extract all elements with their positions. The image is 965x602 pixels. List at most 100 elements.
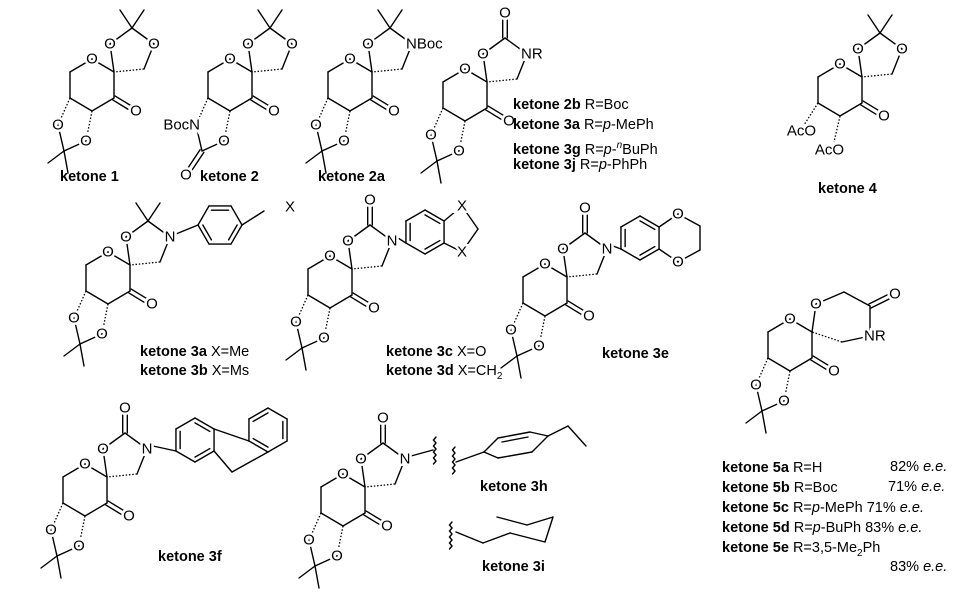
bond bbox=[73, 317, 81, 345]
bond bbox=[342, 512, 366, 527]
atom-label: O bbox=[344, 51, 356, 68]
label-ketone-5c: ketone 5c R=p-MePh 71% e.e. bbox=[722, 500, 924, 516]
bond bbox=[389, 9, 403, 29]
bond bbox=[147, 202, 161, 222]
label-ketone-2b: ketone 2b R=Boc bbox=[513, 97, 629, 113]
bond bbox=[861, 73, 893, 78]
bond bbox=[114, 95, 134, 108]
bond bbox=[175, 450, 196, 463]
bond bbox=[349, 97, 373, 112]
atom-label: O bbox=[381, 518, 393, 535]
bond bbox=[620, 248, 641, 261]
atom-label: O bbox=[146, 296, 158, 313]
label-ketone-3e: ketone 3e bbox=[602, 346, 669, 362]
bond bbox=[269, 27, 293, 45]
bond bbox=[85, 290, 109, 305]
atom-label: AcO bbox=[787, 123, 816, 140]
atom-label: N bbox=[387, 233, 398, 250]
bond bbox=[197, 224, 210, 245]
bond bbox=[360, 442, 384, 460]
atom-label: O bbox=[148, 36, 160, 53]
bond bbox=[364, 483, 396, 488]
atom-label: O bbox=[268, 103, 280, 120]
bond bbox=[424, 239, 441, 250]
label-ketone-3f: ketone 3f bbox=[158, 549, 222, 565]
atom-label: BocN bbox=[163, 117, 200, 134]
label-ketone-3d: ketone 3d X=CH2 bbox=[386, 363, 503, 382]
bond bbox=[159, 236, 171, 263]
bond bbox=[40, 555, 58, 569]
bond bbox=[461, 228, 479, 253]
bond bbox=[424, 209, 445, 222]
bond bbox=[870, 297, 892, 309]
bond bbox=[862, 100, 882, 113]
ee-ketone-5a: 82% e.e. bbox=[890, 459, 948, 475]
bond bbox=[307, 294, 331, 309]
bond bbox=[175, 417, 196, 430]
bond bbox=[321, 150, 327, 174]
bond bbox=[301, 337, 325, 349]
bond bbox=[464, 107, 488, 122]
bond bbox=[483, 451, 499, 459]
atom-label: N bbox=[142, 441, 153, 458]
bond bbox=[57, 124, 65, 152]
bond bbox=[62, 502, 86, 517]
bond bbox=[207, 97, 231, 112]
bond bbox=[612, 245, 622, 250]
bond bbox=[833, 115, 841, 143]
bond bbox=[767, 318, 791, 333]
bond bbox=[109, 43, 115, 73]
bond bbox=[562, 232, 586, 250]
bond bbox=[91, 97, 115, 112]
bond bbox=[658, 213, 679, 228]
bond bbox=[639, 215, 660, 228]
bond bbox=[811, 303, 817, 333]
atom-label: O bbox=[80, 133, 92, 150]
bond bbox=[84, 502, 108, 517]
bond bbox=[639, 245, 656, 256]
bond bbox=[841, 335, 871, 343]
atom-label: O bbox=[539, 256, 551, 273]
atom-label: NR bbox=[864, 328, 886, 345]
bond bbox=[213, 450, 233, 473]
bond bbox=[369, 224, 393, 242]
bond bbox=[839, 63, 863, 78]
atom-label: NBoc bbox=[406, 36, 443, 53]
atom-label: O bbox=[499, 5, 511, 22]
bond bbox=[501, 436, 529, 443]
bond bbox=[301, 347, 307, 371]
bond bbox=[504, 37, 528, 55]
bond bbox=[102, 448, 108, 478]
bond bbox=[230, 224, 243, 245]
atom-label: O bbox=[834, 56, 846, 73]
bond bbox=[596, 248, 608, 275]
bond bbox=[531, 435, 549, 453]
bond bbox=[251, 68, 283, 73]
bond bbox=[231, 451, 269, 473]
bond bbox=[207, 58, 231, 73]
label-ketone-3c: ketone 3c X=O bbox=[386, 344, 487, 360]
atom-label: O bbox=[119, 400, 131, 417]
bond bbox=[298, 565, 316, 579]
label-ketone-5d: ketone 5d R=p-BuPh 83% e.e. bbox=[722, 520, 923, 536]
bond bbox=[105, 504, 125, 517]
bond bbox=[250, 99, 270, 112]
bond bbox=[367, 27, 391, 45]
bond bbox=[370, 99, 390, 112]
bond bbox=[350, 296, 370, 309]
atom-label: O bbox=[355, 451, 367, 468]
bond bbox=[443, 205, 463, 222]
bond bbox=[352, 292, 372, 305]
bond bbox=[124, 432, 148, 450]
atom-label: O bbox=[342, 233, 354, 250]
bond bbox=[566, 273, 598, 278]
bond bbox=[436, 150, 460, 162]
atom-label: O bbox=[338, 133, 350, 150]
bond bbox=[544, 516, 554, 543]
bond bbox=[252, 437, 269, 448]
bond bbox=[677, 213, 701, 227]
atom-label: O bbox=[68, 310, 80, 327]
label-ketone-3b: ketone 3b X=Ms bbox=[140, 363, 250, 379]
atom-label: O bbox=[73, 538, 85, 555]
atom-label: O bbox=[337, 466, 349, 483]
